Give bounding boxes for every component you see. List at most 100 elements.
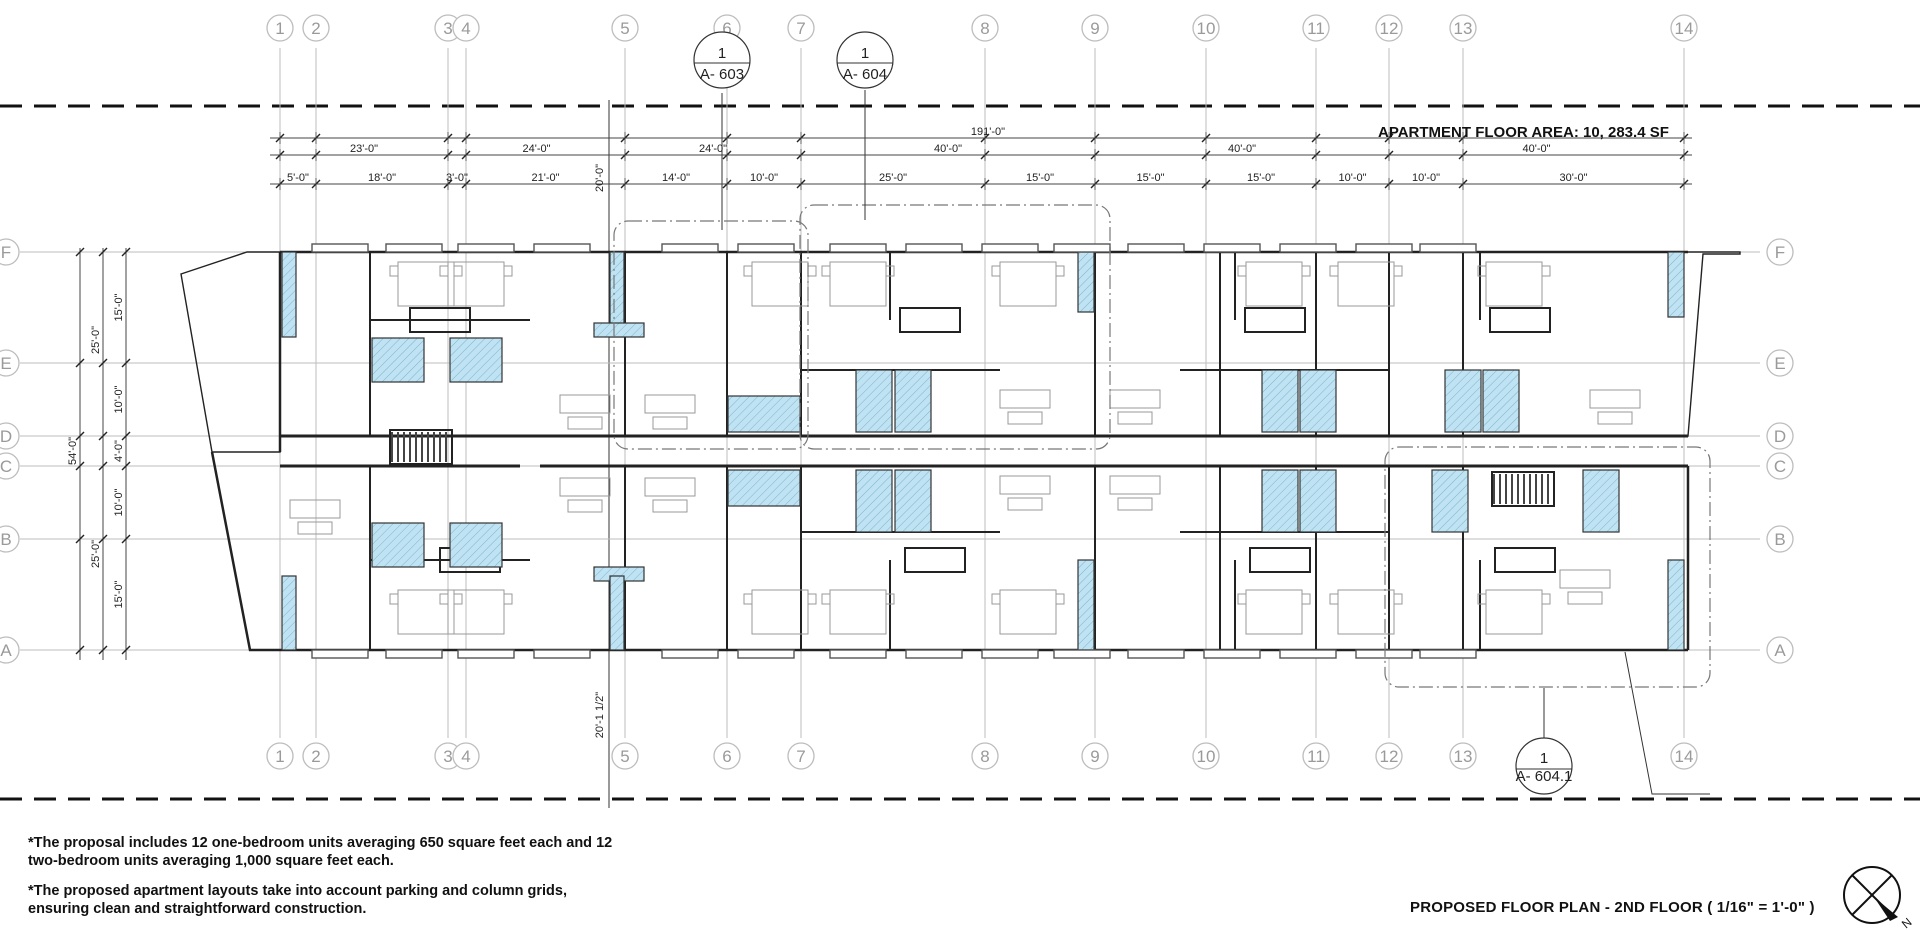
grid-bubble-row-B	[0, 525, 20, 553]
grid-label-col: 7	[796, 19, 805, 38]
window	[905, 243, 963, 253]
dimension-strings	[270, 137, 1692, 185]
grid-label-col: 5	[620, 19, 629, 38]
dim-tick	[98, 358, 108, 368]
north-label: N	[1899, 915, 1915, 929]
wet-area	[894, 369, 932, 433]
grid-bubble-row-B	[1766, 525, 1794, 553]
dim-subdivision: 15'-0"	[1247, 172, 1275, 184]
dim-bay: 24'-0"	[522, 143, 550, 155]
sofa	[999, 475, 1051, 511]
grid-label-row: C	[1774, 457, 1786, 476]
grid-label-col: 13	[1454, 747, 1473, 766]
dim-tick	[121, 431, 131, 441]
sofa	[644, 394, 696, 430]
section-callout-3[interactable]: 1 A- 604.1	[1515, 651, 1710, 795]
grid-label-col: 14	[1675, 747, 1694, 766]
callout-number: 1	[718, 45, 726, 62]
grid-bubble-col-7	[787, 742, 815, 770]
closet	[1244, 307, 1306, 333]
callout-sheet: A- 604.1	[1516, 768, 1573, 785]
window-bays	[311, 243, 1477, 659]
closet	[899, 307, 961, 333]
dim-bay: 23'-0"	[350, 143, 378, 155]
grid-bubble-row-F	[1766, 238, 1794, 266]
wet-area	[727, 469, 801, 507]
dim-vertical-inner: 4'-0"	[113, 440, 125, 462]
grid-label-col: 4	[461, 747, 470, 766]
grid-label-row: A	[0, 641, 12, 660]
window	[981, 649, 1039, 659]
wet-area	[1077, 559, 1095, 651]
dim-vertical-inner: 15'-0"	[113, 293, 125, 321]
grid-bubble-col-2	[302, 742, 330, 770]
window	[457, 243, 515, 253]
callout-sheet: A- 604	[843, 66, 887, 83]
bed	[439, 589, 513, 635]
grid-label-col: 14	[1675, 19, 1694, 38]
grid-bubble-col-14	[1670, 14, 1698, 42]
grid-bubble-row-D	[0, 422, 20, 450]
grid-bubble-col-11	[1302, 742, 1330, 770]
grid-label-row: B	[0, 530, 11, 549]
sofa	[999, 389, 1051, 425]
window	[1203, 649, 1261, 659]
callout-number: 1	[1540, 750, 1548, 767]
grid-label-col: 12	[1380, 19, 1399, 38]
window	[661, 243, 719, 253]
window	[981, 243, 1039, 253]
grid-bubble-col-10	[1192, 742, 1220, 770]
wet-area	[1667, 251, 1685, 318]
grid-bubble-col-9	[1081, 14, 1109, 42]
dim-bay: 40'-0"	[1522, 143, 1550, 155]
north-arrow-icon: N	[1843, 866, 1915, 929]
dim-tick	[121, 645, 131, 655]
dim-tick	[75, 247, 85, 257]
wet-area	[1299, 469, 1337, 533]
wet-area	[281, 251, 297, 338]
horizontal-dimensions: 23'-0"24'-0"24'-0"40'-0"40'-0"40'-0"5'-0…	[275, 132, 1689, 190]
window	[829, 649, 887, 659]
grid-label-row: E	[0, 354, 11, 373]
section-callout-1[interactable]: 1 A- 603	[693, 31, 751, 230]
window	[1053, 649, 1111, 659]
dim-vertical-outer: 25'-0"	[90, 540, 102, 568]
grid-bubble-col-10	[1192, 14, 1220, 42]
window	[661, 649, 719, 659]
grid-bubble-col-1	[266, 14, 294, 42]
wet-area	[609, 575, 625, 651]
grid-label-row: D	[0, 427, 12, 446]
closet	[1494, 547, 1556, 573]
grid-label-col: 1	[275, 19, 284, 38]
dim-subdivision: 5'-0"	[287, 172, 309, 184]
dim-tick	[98, 461, 108, 471]
dim-subdivision: 10'-0"	[1412, 172, 1440, 184]
wet-area	[371, 337, 425, 383]
wet-area	[855, 369, 893, 433]
grid-bubble-col-6	[713, 742, 741, 770]
vertical-dimensions: 25'-0"25'-0"15'-0"10'-0"4'-0"10'-0"15'-0…	[67, 247, 131, 655]
window	[385, 649, 443, 659]
grid-bubble-row-F	[0, 238, 20, 266]
grid-bubble-col-2	[302, 14, 330, 42]
grid-bubble-row-E	[0, 349, 20, 377]
grid-bubble-col-9	[1081, 742, 1109, 770]
dim-overall-depth: 54'-0"	[67, 437, 79, 465]
section-callout-2[interactable]: 1 A- 604	[836, 31, 894, 220]
grid-label-row: B	[1774, 530, 1785, 549]
window	[311, 649, 369, 659]
dim-subdivision: 15'-0"	[1026, 172, 1054, 184]
window	[1127, 649, 1185, 659]
grid-bubble-row-C	[0, 452, 20, 480]
wet-area	[727, 395, 801, 433]
grid-label-col: 6	[722, 747, 731, 766]
dim-tick	[98, 247, 108, 257]
grid-bubble-col-7	[787, 14, 815, 42]
dim-tick	[75, 358, 85, 368]
dim-tick	[75, 431, 85, 441]
callout-number: 1	[861, 45, 869, 62]
dim-subdivision: 15'-0"	[1136, 172, 1164, 184]
dim-overall: 191'-0"	[971, 126, 1005, 138]
bed	[743, 589, 817, 635]
dim-subdivision: 18'-0"	[368, 172, 396, 184]
